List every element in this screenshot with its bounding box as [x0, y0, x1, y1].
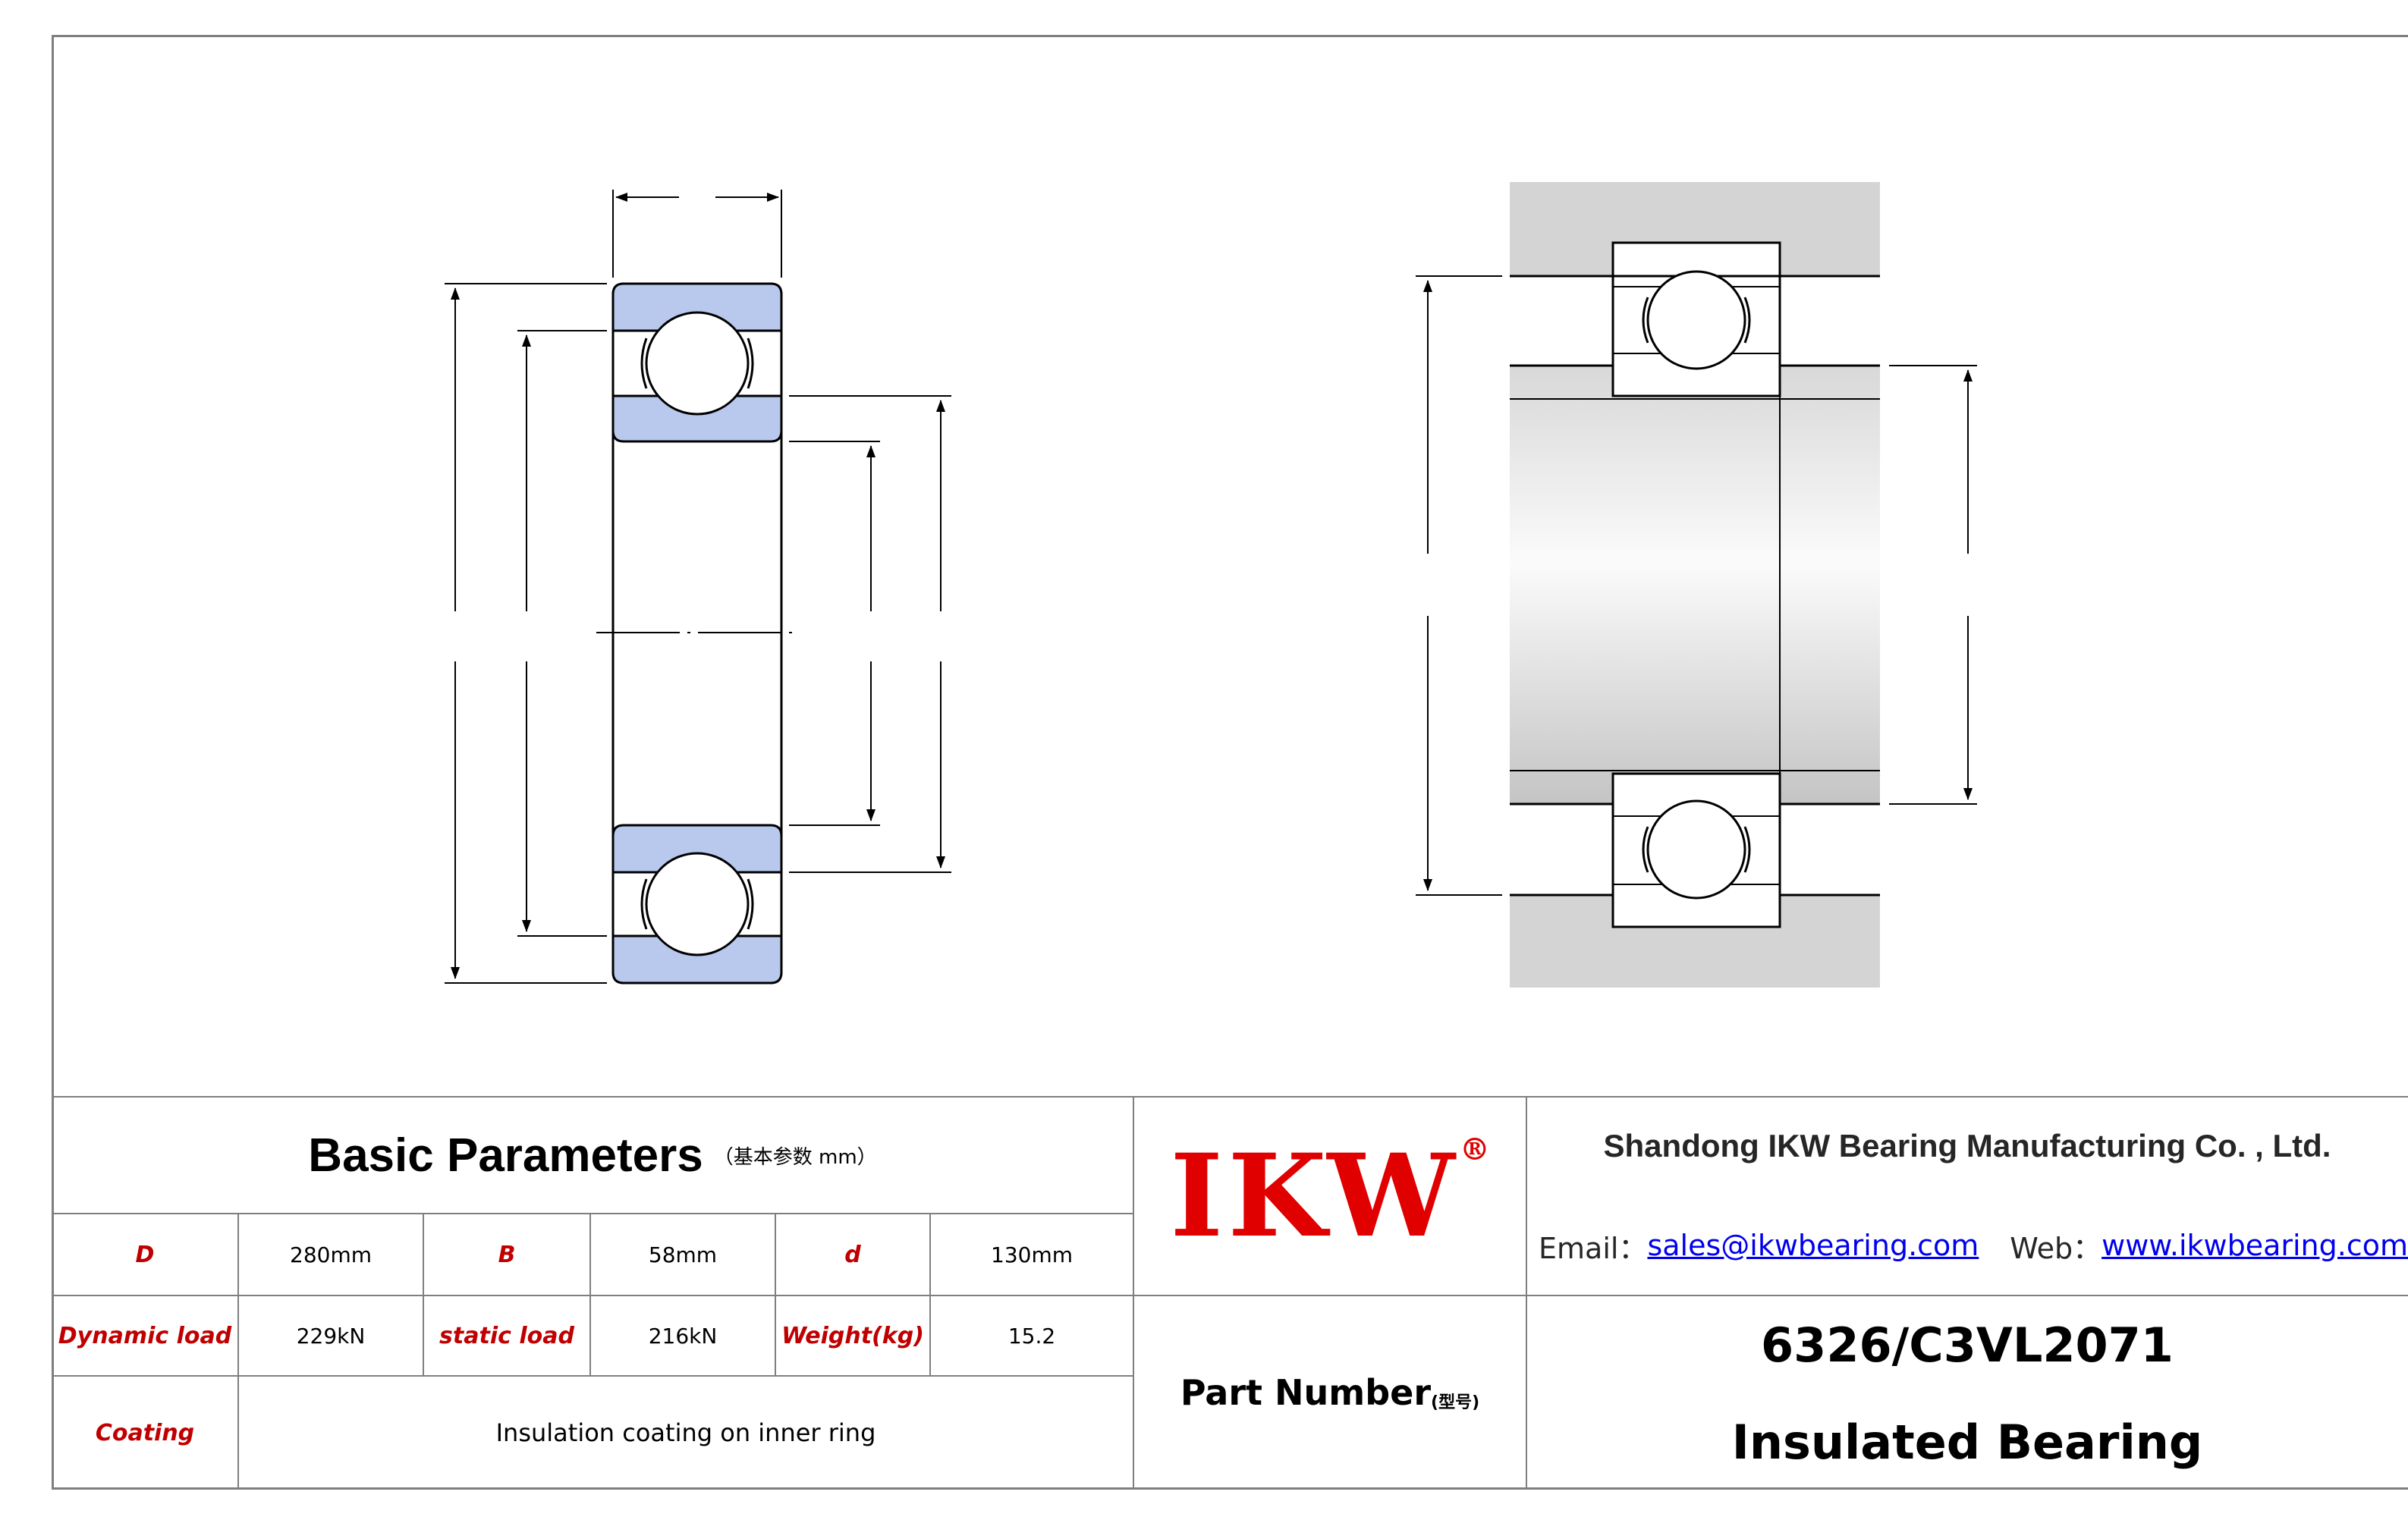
- ikw-logo: IKW ®: [1133, 1097, 1526, 1295]
- drawing-frame: [52, 35, 2408, 1490]
- bearing-type: Insulated Bearing: [1731, 1414, 2203, 1470]
- label-weight: Weight(kg): [781, 1322, 924, 1349]
- contact-line: Email： sales@ikwbearing.com Web： www.ikw…: [1526, 1195, 2408, 1295]
- cage-install-top-l: [1642, 297, 1649, 344]
- cage-left-bottom: [640, 878, 648, 930]
- outer-ring-top: [611, 282, 783, 332]
- cage-right-top: [747, 338, 754, 389]
- logo-text: IKW: [1170, 1129, 1460, 1263]
- ball-install-top: [1646, 270, 1746, 370]
- value-b: 58mm: [648, 1242, 718, 1267]
- parameters-title-text: Basic Parameters: [308, 1129, 703, 1182]
- label-coating: Coating: [95, 1419, 195, 1446]
- value-dynamic-load: 229kN: [296, 1323, 366, 1349]
- cage-install-top-r: [1743, 297, 1751, 344]
- part-number-label: Part Number (型号): [1133, 1295, 1526, 1490]
- web-label: Web：: [2010, 1231, 2102, 1265]
- bearing-cross-section: [596, 282, 798, 985]
- company-name: Shandong IKW Bearing Manufacturing Co. ,…: [1603, 1128, 2331, 1164]
- value-d-outer: 280mm: [290, 1242, 372, 1267]
- web-link[interactable]: www.ikwbearing.com: [2101, 1229, 2408, 1262]
- value-static-load: 216kN: [648, 1323, 718, 1349]
- cage-right-bottom: [747, 878, 754, 930]
- shaft: [1510, 366, 1880, 804]
- part-number-label-text: Part Number: [1180, 1372, 1432, 1413]
- email-label: Email：: [1539, 1231, 1648, 1265]
- cage-install-bottom-l: [1642, 826, 1649, 873]
- label-b: B: [498, 1241, 516, 1268]
- dimensions-left: [445, 190, 951, 984]
- email-link[interactable]: sales@ikwbearing.com: [1647, 1229, 1979, 1262]
- part-number-value: 6326/C3VL2071: [1761, 1317, 2174, 1373]
- bearing-top-outer: [1611, 241, 1781, 278]
- inner-ring-bottom: [611, 824, 783, 874]
- cage-install-bottom-r: [1743, 826, 1751, 873]
- parameters-title: Basic Parameters （基本参数 mm）: [52, 1097, 1133, 1214]
- ball-bottom: [645, 852, 750, 956]
- parameters-title-sub: （基本参数 mm）: [713, 1145, 877, 1169]
- table-grid: [52, 1096, 2408, 1490]
- inner-ring-top: [611, 394, 783, 443]
- ball-top: [645, 311, 750, 416]
- installation-view: [1416, 182, 1977, 988]
- outer-ring-bottom: [611, 934, 783, 985]
- value-d-bore: 130mm: [991, 1242, 1073, 1267]
- value-coating: Insulation coating on inner ring: [495, 1418, 876, 1447]
- label-d-bore: d: [844, 1241, 861, 1268]
- ball-install-bottom: [1646, 799, 1746, 900]
- label-d-outer: D: [135, 1241, 155, 1268]
- value-weight: 15.2: [1008, 1323, 1056, 1349]
- part-number-label-sub: (型号): [1431, 1393, 1480, 1412]
- cage-left-top: [640, 338, 648, 389]
- label-dynamic-load: Dynamic load: [58, 1322, 232, 1349]
- label-static-load: static load: [439, 1322, 574, 1349]
- registered-mark: ®: [1459, 1132, 1490, 1167]
